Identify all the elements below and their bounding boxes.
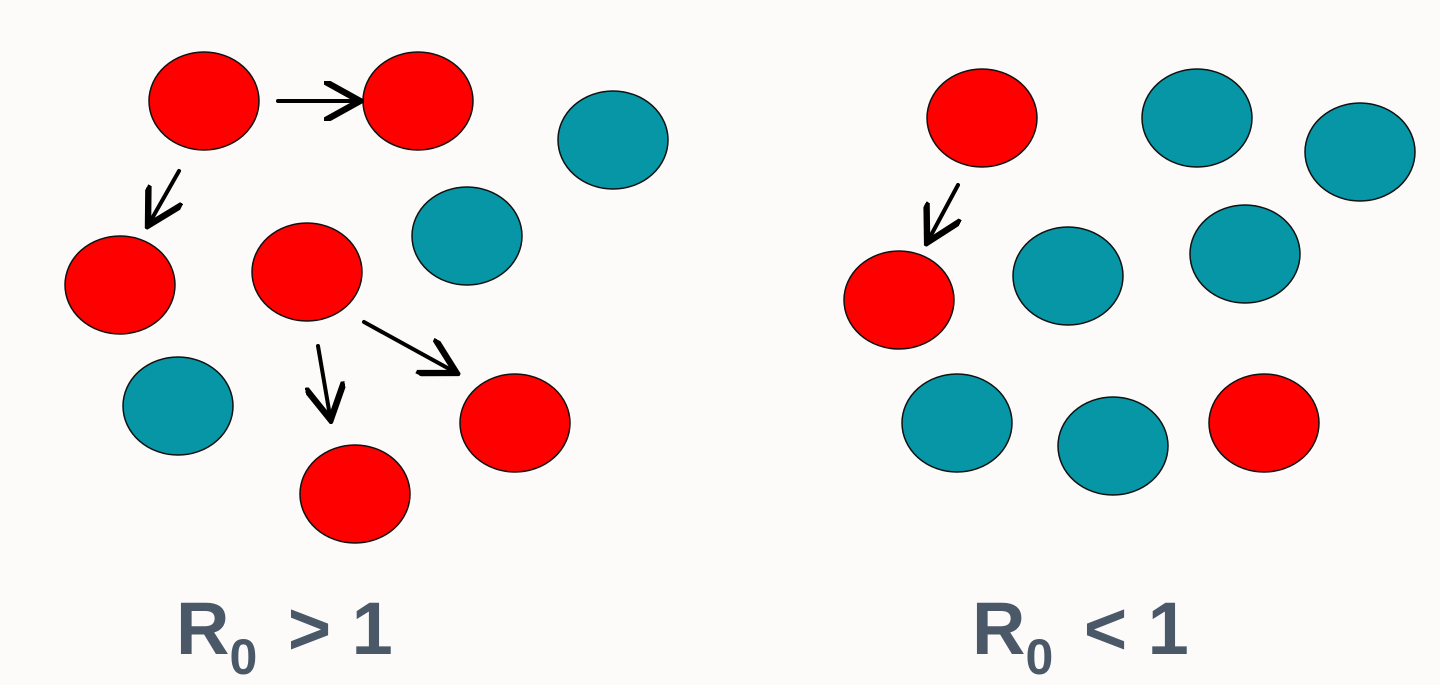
caption-base: R: [972, 587, 1026, 670]
infected-person-circle: [148, 51, 260, 151]
transmission-arrow: [150, 169, 179, 222]
caption-base: R: [176, 587, 230, 670]
caption-relation: > 1: [267, 587, 393, 670]
susceptible-person-circle: [411, 186, 523, 286]
caption-r0-greater-than-one: R0 > 1: [176, 592, 393, 683]
susceptible-person-circle: [1057, 396, 1169, 496]
infected-person-circle: [64, 235, 176, 335]
susceptible-person-circle: [1189, 204, 1301, 304]
infected-person-circle: [843, 250, 955, 350]
susceptible-person-circle: [1012, 226, 1124, 326]
infected-person-circle: [251, 222, 363, 322]
panel-r0-less-than-one: [843, 68, 1416, 496]
caption-relation: < 1: [1063, 587, 1189, 670]
infected-person-circle: [926, 68, 1038, 168]
infected-person-circle: [299, 444, 411, 544]
transmission-arrow: [929, 183, 958, 239]
panel-r0-greater-than-one: [64, 51, 669, 544]
infected-person-circle: [459, 373, 571, 473]
susceptible-person-circle: [1141, 68, 1253, 168]
caption-subscript: 0: [1025, 629, 1054, 685]
susceptible-person-circle: [557, 90, 669, 190]
caption-r0-less-than-one: R0 < 1: [972, 592, 1189, 683]
susceptible-person-circle: [1304, 102, 1416, 202]
infected-person-circle: [1208, 373, 1320, 473]
infected-person-circle: [362, 51, 474, 151]
caption-subscript: 0: [229, 629, 258, 685]
transmission-arrow: [362, 320, 453, 371]
susceptible-person-circle: [901, 373, 1013, 473]
susceptible-person-circle: [122, 356, 234, 456]
transmission-arrow: [318, 344, 330, 416]
